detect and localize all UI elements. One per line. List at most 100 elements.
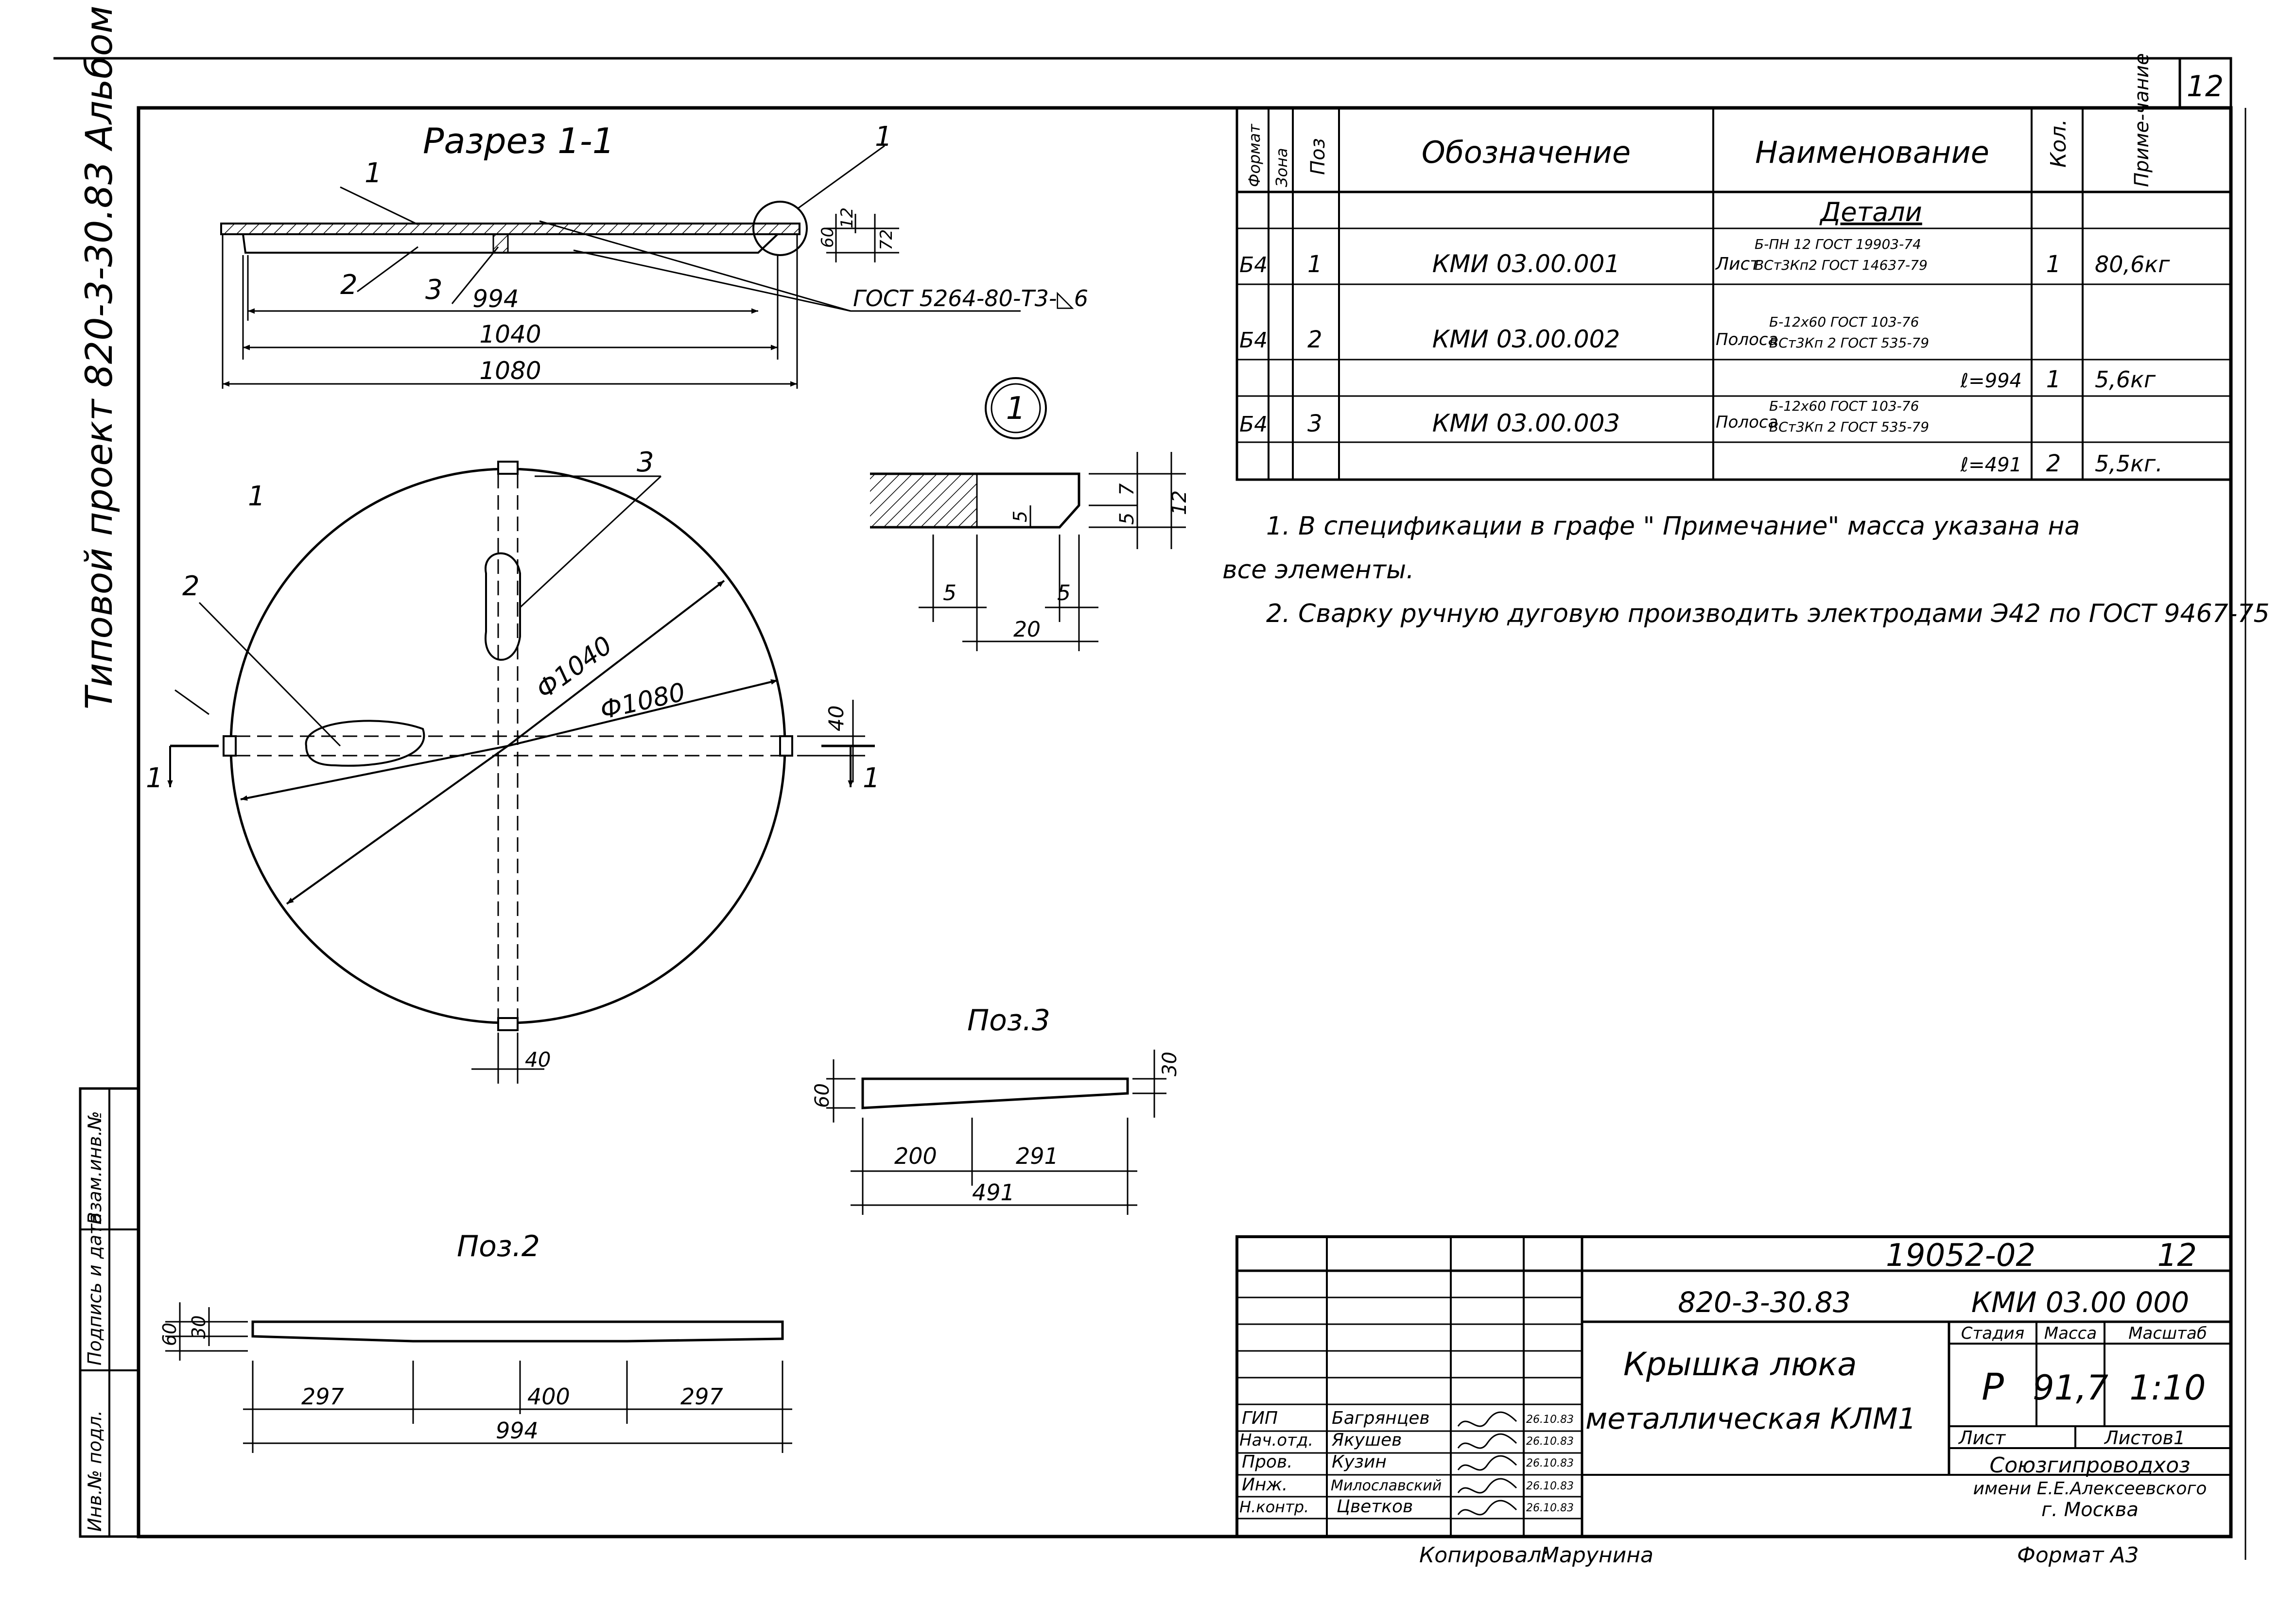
sheet-number-title: 12	[2157, 1238, 2197, 1274]
spec-row2-name-bottom: ВСт3Кп 2 ГОСТ 535-79	[1769, 335, 1929, 351]
stage-value: Р	[1982, 1365, 2004, 1408]
pos2-dim-60: 60	[159, 1323, 180, 1346]
spec-row3-designation: КМИ 03.00.003	[1432, 409, 1620, 437]
spec-row2-name-top: Б-12х60 ГОСТ 103-76	[1769, 314, 1919, 330]
dim-40-right: 40	[824, 706, 848, 731]
spec-row1-pos: 1	[1307, 251, 1322, 278]
strip-profile	[242, 233, 781, 254]
spec-row2-pos: 2	[1307, 326, 1322, 353]
detail-dim-5a: 5	[943, 581, 957, 605]
dim-40-bottom: 40	[525, 1048, 551, 1071]
section-callout-3: 3	[425, 274, 443, 306]
signature-mark	[1457, 1478, 1517, 1494]
signer-date: 26.10.83	[1526, 1457, 1574, 1469]
pos3-title: Поз.3	[967, 1003, 1050, 1037]
pos2-dim-30: 30	[188, 1315, 209, 1339]
signer-date: 26.10.83	[1526, 1414, 1574, 1426]
detail-1-circle	[752, 201, 808, 256]
pos2-dim-297b: 297	[680, 1383, 723, 1410]
detail-dim-7: 7	[1116, 483, 1138, 496]
signature-mark	[1457, 1411, 1517, 1427]
detail-dim-20: 20	[1013, 617, 1041, 642]
stamp-vzam-inv: Взам.инв.№	[84, 1111, 105, 1225]
detail-dim-5v: 5	[1116, 513, 1138, 525]
section-callout-1: 1	[365, 157, 382, 189]
signer-date: 26.10.83	[1526, 1435, 1574, 1448]
spec-section-title: Детали	[1819, 197, 1922, 227]
mass-value: 91,7	[2033, 1368, 2108, 1408]
product-title-line1: Крышка люка	[1623, 1346, 1857, 1383]
spec-row3-note: 5,5кг.	[2095, 450, 2163, 477]
org-line1: Союзгипроводхоз	[1989, 1453, 2190, 1478]
spec-row3-name-top: Б-12х60 ГОСТ 103-76	[1769, 398, 1919, 414]
leader-1	[340, 186, 418, 225]
spec-row3-name-word: Полоса	[1716, 413, 1778, 432]
stage-header: Стадия	[1961, 1324, 2024, 1343]
cut-mark-left: 1	[146, 762, 163, 794]
spec-row3-qty: 2	[2046, 450, 2061, 477]
cutout-vertical	[485, 552, 521, 661]
signer-name: Багрянцев	[1332, 1408, 1430, 1428]
signer-role: Инж.	[1242, 1475, 1287, 1495]
pos3-dim-30: 30	[1159, 1052, 1181, 1076]
spec-row1-name-bottom: ВСт3Кп2 ГОСТ 14637-79	[1755, 257, 1928, 273]
spec-header-qty: Кол.	[2046, 119, 2071, 168]
org-line3: г. Москва	[2041, 1499, 2139, 1521]
plan-callout-3: 3	[637, 447, 654, 478]
dim-dia-1080: Ф1080	[597, 677, 688, 725]
org-line2: имени Е.Е.Алексеевского	[1973, 1479, 2207, 1499]
product-title-line2: металлическая КЛМ1	[1585, 1402, 1916, 1436]
left-margin-title: Типовой проект 820-3-30.83 Альбом II	[77, 0, 121, 709]
spec-header-pos: Поз	[1307, 138, 1329, 175]
pos3-dim-60: 60	[811, 1083, 834, 1108]
sheets-header: Листов1	[2104, 1427, 2185, 1449]
copied-label: Копировал:	[1419, 1543, 1548, 1568]
title-block-grid	[1235, 1235, 2232, 1538]
pos3-dim-491: 491	[972, 1179, 1015, 1206]
sheet-number-top: 12	[2187, 69, 2224, 104]
signer-role: ГИП	[1242, 1408, 1278, 1428]
sheet-header: Лист	[1958, 1427, 2006, 1449]
mass-header: Масса	[2044, 1324, 2097, 1343]
assembly-code: КМИ 03.00 000	[1971, 1286, 2189, 1319]
spec-header-designation: Обозначение	[1422, 135, 1631, 170]
spec-header-name: Наименование	[1755, 135, 1989, 170]
signer-role: Н.контр.	[1239, 1498, 1309, 1516]
plan-callout-1: 1	[248, 481, 265, 512]
spec-row1-name-word: Лист	[1715, 254, 1760, 274]
plan-callout-2: 2	[182, 570, 200, 602]
stamp-inv-podl: Инв.№ подл.	[84, 1410, 105, 1532]
signer-role: Нач.отд.	[1239, 1431, 1313, 1450]
pos2-drawing	[165, 1302, 792, 1453]
spec-row3-format: Б4	[1239, 412, 1268, 437]
cutout-horizontal	[305, 720, 425, 767]
signature-mark	[1457, 1500, 1517, 1516]
format-label: Формат А3	[2017, 1543, 2139, 1568]
plan-view	[167, 461, 875, 1084]
leader-3	[451, 246, 499, 304]
spec-row1-designation: КМИ 03.00.001	[1432, 250, 1620, 278]
pos2-dim-297a: 297	[301, 1383, 344, 1410]
spec-row3-pos: 3	[1307, 410, 1322, 437]
signer-date: 26.10.83	[1526, 1480, 1574, 1492]
dim-12: 12	[837, 207, 857, 228]
dim-1040: 1040	[479, 320, 541, 348]
signature-mark	[1457, 1433, 1517, 1449]
section-callout-2: 2	[340, 269, 358, 301]
spec-table-grid	[1235, 106, 2232, 481]
spec-row2-note: 5,6кг	[2095, 366, 2156, 393]
stamp-podpis-data: Подпись и дата	[84, 1212, 105, 1365]
spec-row2-length: ℓ=994	[1960, 370, 2022, 392]
spec-row2-designation: КМИ 03.00.002	[1432, 325, 1620, 353]
signer-role: Пров.	[1242, 1452, 1293, 1472]
pos2-dim-994: 994	[496, 1417, 539, 1444]
section-1-1: Разрез 1-1	[220, 121, 1021, 389]
spec-row3-name-bottom: ВСт3Кп 2 ГОСТ 535-79	[1769, 419, 1929, 435]
signer-name: Милославский	[1331, 1477, 1442, 1494]
spec-header-note: Приме-чание	[2131, 53, 2153, 187]
scale-value: 1:10	[2129, 1368, 2206, 1408]
spec-row1-name-top: Б-ПН 12 ГОСТ 19903-74	[1755, 236, 1921, 252]
section-callout-1b: 1	[875, 121, 892, 153]
spec-header-format: Формат	[1245, 123, 1264, 187]
weld-note: ГОСТ 5264-80-Т3-◺6	[853, 285, 1088, 311]
